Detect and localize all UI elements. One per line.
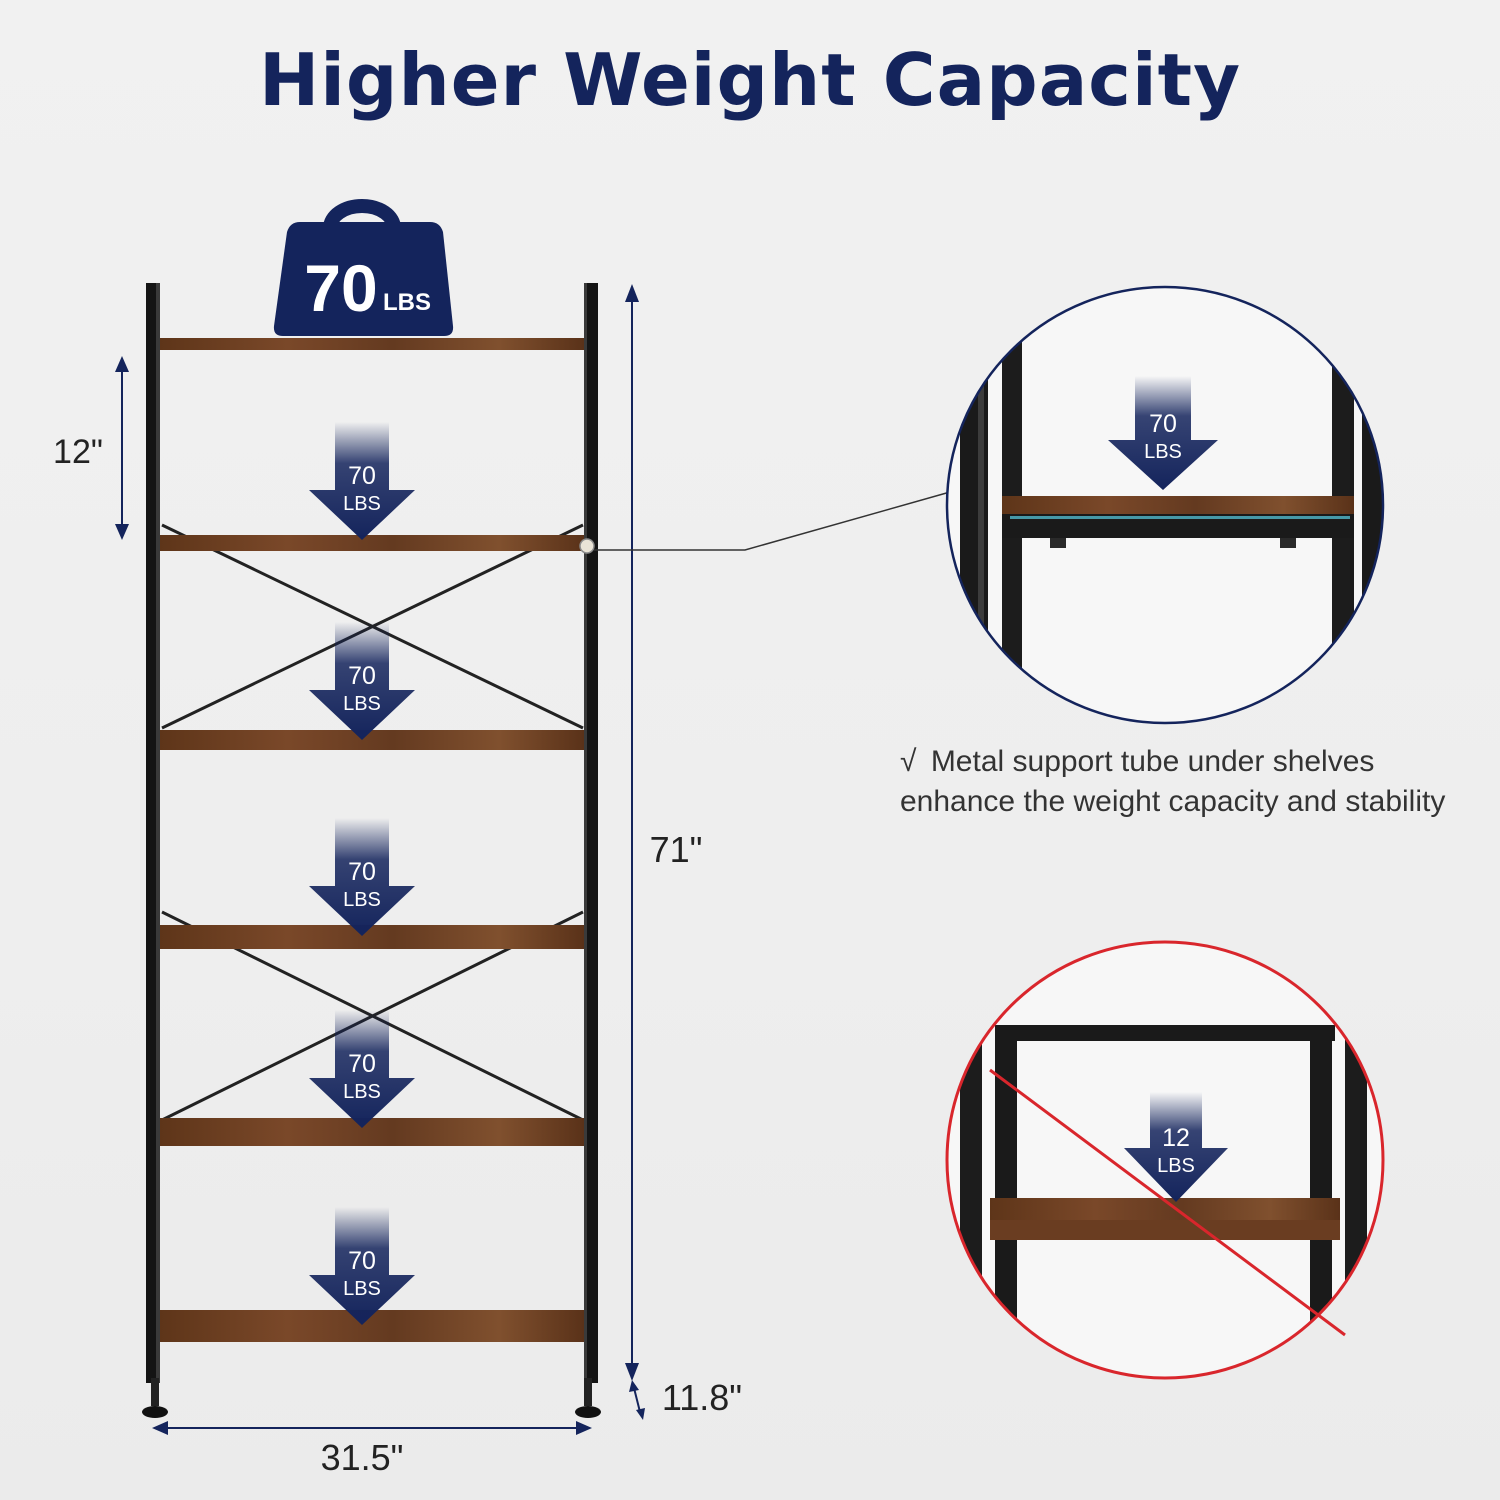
weight-unit: LBS	[383, 289, 431, 316]
width-label: 31.5"	[321, 1437, 404, 1478]
height-label: 71"	[650, 829, 703, 870]
dimension-width: 31.5"	[152, 1421, 592, 1478]
shelf-3	[160, 730, 584, 750]
load-value: 70	[348, 1247, 376, 1275]
shelf-2	[160, 535, 584, 551]
shelf-spacing-label: 12"	[53, 433, 103, 471]
detail-support-tube: 70 LBS	[945, 285, 1385, 725]
load-value: 70	[1149, 410, 1177, 438]
load-value: 70	[348, 662, 376, 690]
dimension-height: 71"	[625, 284, 702, 1381]
load-value: 70	[348, 858, 376, 886]
bookshelf	[142, 283, 601, 1418]
page-title: Higher Weight Capacity	[258, 38, 1242, 122]
load-value: 12	[1162, 1124, 1190, 1152]
shelf-5	[160, 1118, 584, 1146]
load-arrow: 70 LBS	[1108, 376, 1218, 490]
load-value: 70	[348, 462, 376, 490]
leg-height-label: 11.8"	[662, 1377, 742, 1418]
load-arrow: 70 LBS	[309, 1010, 415, 1128]
load-unit: LBS	[343, 693, 381, 715]
load-arrow: 70 LBS	[309, 622, 415, 740]
load-unit: LBS	[343, 493, 381, 515]
right-foot	[575, 1406, 601, 1418]
weight-icon: 70 LBS	[273, 199, 454, 336]
detail-no-support: 12 LBS	[945, 940, 1385, 1380]
support-tube-marker	[579, 538, 595, 554]
weight-value: 70	[304, 251, 377, 325]
load-unit: LBS	[1144, 441, 1182, 463]
dimension-shelf-spacing: 12"	[53, 356, 129, 540]
shelf-1	[160, 338, 584, 350]
load-arrow: 70 LBS	[309, 422, 415, 540]
left-foot	[142, 1406, 168, 1418]
dimension-leg-height: 11.8"	[629, 1377, 742, 1420]
load-arrow: 70 LBS	[309, 1207, 415, 1325]
callout-line	[594, 491, 951, 551]
load-unit: LBS	[343, 889, 381, 911]
load-unit: LBS	[343, 1278, 381, 1300]
load-unit: LBS	[343, 1081, 381, 1103]
load-unit: LBS	[1157, 1155, 1195, 1177]
feature-text: Metal support tube under shelves enhance…	[900, 745, 1446, 818]
shelf-4	[160, 925, 584, 949]
feature-description: √ Metal support tube under shelves enhan…	[900, 742, 1460, 822]
right-upright	[584, 283, 598, 1383]
load-value: 70	[348, 1050, 376, 1078]
load-arrow: 12 LBS	[1124, 1092, 1228, 1202]
check-icon: √	[900, 745, 917, 778]
load-arrow: 70 LBS	[309, 818, 415, 936]
prohibited-line	[989, 1068, 1346, 1337]
